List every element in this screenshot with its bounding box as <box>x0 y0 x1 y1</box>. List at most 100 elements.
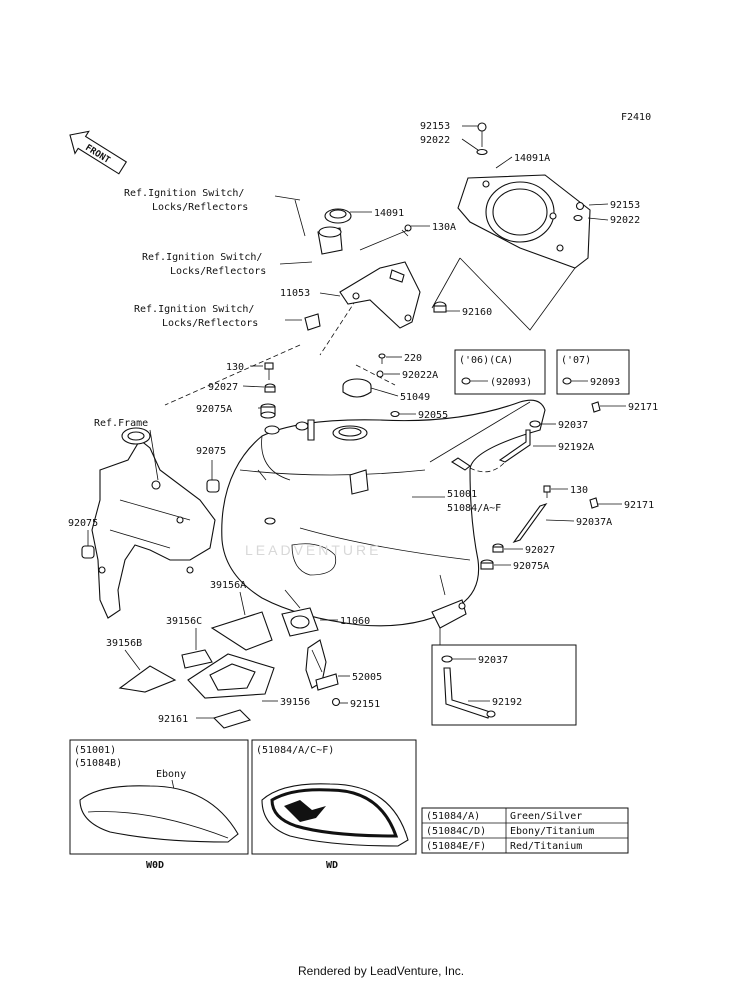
color-table-part-0: (51084/A) <box>426 811 480 822</box>
panel-w0d: (51001) (51084B) Ebony W0D <box>69 739 249 871</box>
variant-box-07: ('07) 92093 <box>556 349 630 395</box>
bracket <box>339 261 421 329</box>
ref-ignition-2-line1: Ref.Ignition Switch/ <box>142 252 262 263</box>
panel-wd-header: (51084/A/C~F) <box>256 745 334 756</box>
screw-icon <box>476 122 488 156</box>
label-92022-right: 92022 <box>610 215 640 226</box>
label-52005: 52005 <box>352 672 382 683</box>
grommet-icon <box>433 301 447 313</box>
label-92075a-right: 92075A <box>513 561 549 572</box>
watermark: LEADVENTURE <box>245 542 381 558</box>
pad-39156a <box>210 611 273 651</box>
label-92161: 92161 <box>158 714 188 725</box>
label-130a: 130A <box>432 222 456 233</box>
label-92160: 92160 <box>462 307 492 318</box>
label-92022-top: 92022 <box>420 135 450 146</box>
color-table-color-1: Ebony/Titanium <box>510 826 594 837</box>
label-39156c: 39156C <box>166 616 202 627</box>
grommet-icon <box>264 383 276 393</box>
pad-39156b <box>118 665 177 693</box>
label-220: 220 <box>404 353 422 364</box>
label-92192a: 92192A <box>558 442 594 453</box>
label-92075: 92075 <box>196 446 226 457</box>
variant-box-cn-us: 92037 92192 <box>431 644 577 726</box>
grommet-icon <box>206 479 220 493</box>
color-table-part-1: (51084C/D) <box>426 826 486 837</box>
hose-clamp-icon <box>529 420 541 428</box>
label-92055: 92055 <box>418 410 448 421</box>
panel-w0d-line2: (51084B) <box>74 758 122 769</box>
ref-ignition-3-line1: Ref.Ignition Switch/ <box>134 304 254 315</box>
ref-ignition-1-line1: Ref.Ignition Switch/ <box>124 188 244 199</box>
clip-icon <box>589 497 599 509</box>
label-92153-top: 92153 <box>420 121 450 132</box>
label-92153-right: 92153 <box>610 200 640 211</box>
label-51049: 51049 <box>400 392 430 403</box>
label-92022a: 92022A <box>402 370 438 381</box>
variant-06-part: (92093) <box>490 377 532 388</box>
label-11053: 11053 <box>280 288 310 299</box>
pad-39156 <box>187 653 275 699</box>
clip-icon <box>591 401 601 413</box>
meter-cover <box>457 174 591 269</box>
variant-07-title: ('07) <box>561 355 591 366</box>
screw-icon <box>573 201 585 222</box>
collar-icon <box>260 403 276 419</box>
label-92027-right: 92027 <box>525 545 555 556</box>
label-92037: 92037 <box>558 420 588 431</box>
pad-92161 <box>212 709 252 729</box>
label-39156b: 39156B <box>106 638 142 649</box>
label-92192: 92192 <box>492 697 522 708</box>
ref-ignition-1-line2: Locks/Reflectors <box>152 202 248 213</box>
label-14091: 14091 <box>374 208 404 219</box>
fuel-hose-icon <box>450 429 531 473</box>
panel-wd: (51084/A/C~F) WD <box>251 739 417 871</box>
bolt-icon <box>543 485 551 498</box>
front-arrow-icon: FRONT <box>69 130 128 175</box>
bolt-icon <box>264 362 274 380</box>
variant-06-title: ('06)(CA) <box>459 355 513 366</box>
label-39156a: 39156A <box>210 580 246 591</box>
label-92171-b: 92171 <box>624 500 654 511</box>
screw-icon <box>331 697 341 707</box>
grommet-icon <box>492 543 504 553</box>
grommet-icon <box>81 545 95 559</box>
panel-w0d-code: W0D <box>146 860 164 871</box>
color-table-color-0: Green/Silver <box>510 811 582 822</box>
label-39156: 39156 <box>280 697 310 708</box>
label-51001: 51001 <box>447 489 477 500</box>
label-92027: 92027 <box>208 382 238 393</box>
label-92151: 92151 <box>350 699 380 710</box>
gasket-icon <box>281 607 319 637</box>
label-92075a: 92075A <box>196 404 232 415</box>
frame <box>91 427 216 619</box>
color-table-color-2: Red/Titanium <box>510 841 582 852</box>
ignition-switch-icon <box>304 208 352 331</box>
pad-39156c <box>181 649 213 669</box>
screw-icon <box>376 353 386 378</box>
panel-w0d-line1: (51001) <box>74 745 116 756</box>
footer-credit: Rendered by LeadVenture, Inc. <box>298 964 464 978</box>
o-ring-icon <box>390 410 400 418</box>
collar-icon <box>480 559 494 570</box>
label-51084: 51084/A~F <box>447 503 501 514</box>
label-11060: 11060 <box>340 616 370 627</box>
label-92037-cn: 92037 <box>478 655 508 666</box>
label-130: 130 <box>226 362 244 373</box>
color-table-part-2: (51084E/F) <box>426 841 486 852</box>
ref-ignition-3-line2: Locks/Reflectors <box>162 318 258 329</box>
panel-w0d-color: Ebony <box>156 769 186 780</box>
label-130-right: 130 <box>570 485 588 496</box>
label-92075-left: 92075 <box>68 518 98 529</box>
figure-code: F2410 <box>621 112 651 123</box>
ref-ignition-2-line2: Locks/Reflectors <box>170 266 266 277</box>
fuel-tank <box>221 399 546 629</box>
label-92037a: 92037A <box>576 517 612 528</box>
variant-box-06: ('06)(CA) (92093) <box>454 349 546 395</box>
breather-hose-icon <box>512 502 548 544</box>
color-table: (51084/A) Green/Silver (51084C/D) Ebony/… <box>421 807 629 854</box>
fuel-valve-icon <box>305 639 339 691</box>
variant-07-part: 92093 <box>590 377 620 388</box>
label-92171-a: 92171 <box>628 402 658 413</box>
